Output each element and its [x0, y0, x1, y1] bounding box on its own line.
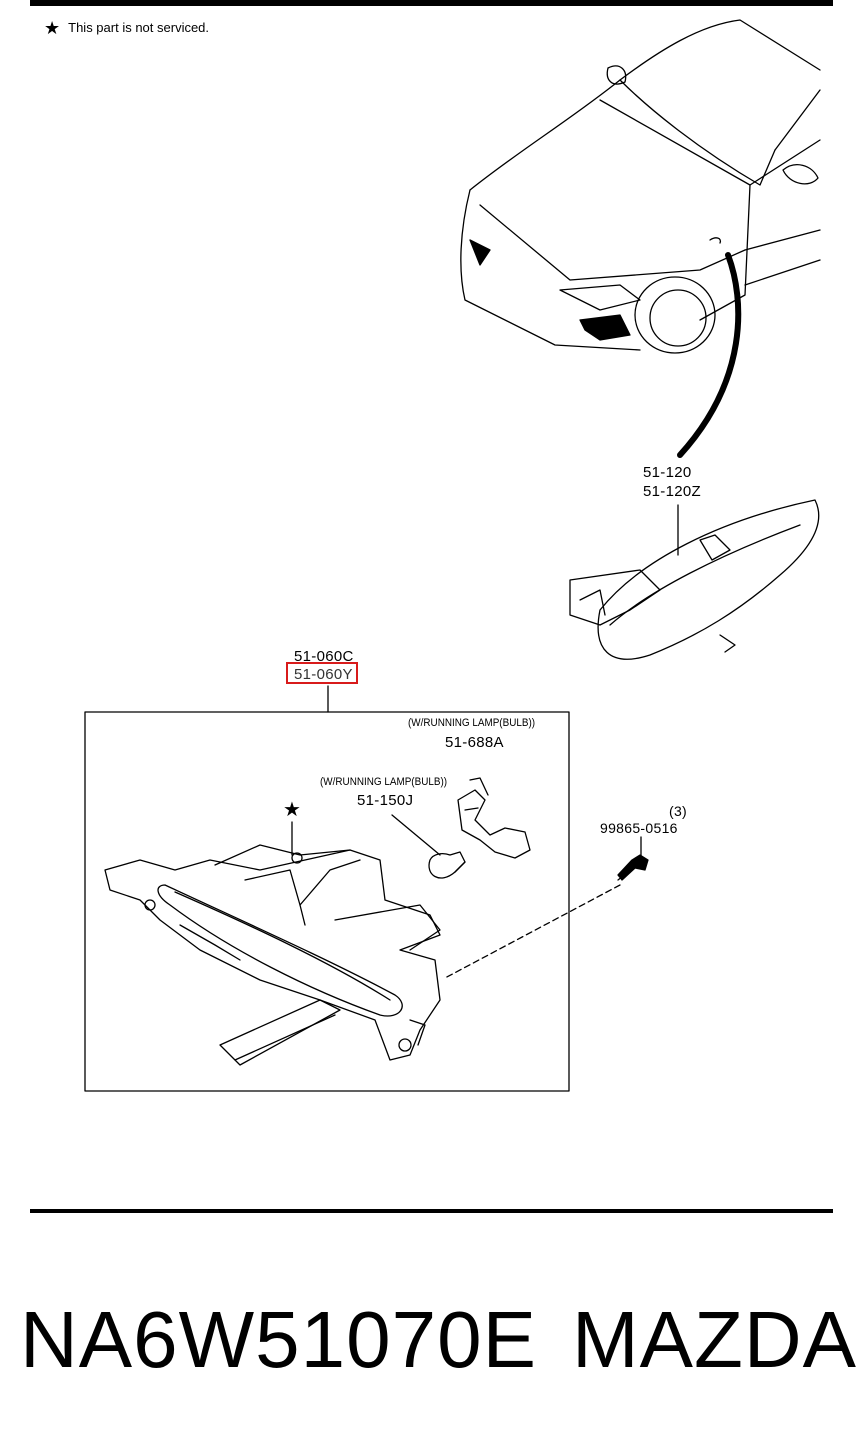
side-marker-part-number: 51-120 — [643, 464, 692, 481]
top-rule — [30, 0, 833, 6]
footer-part-number: NA6W51070E — [20, 1295, 537, 1384]
footer-brand: MAZDA — [572, 1295, 857, 1384]
socket-part-number: 51-688A — [445, 734, 504, 751]
side-marker-part-number-alt: 51-120Z — [643, 483, 701, 500]
bulb-part-number: 51-150J — [357, 792, 414, 809]
side-marker-lamp — [569, 499, 820, 660]
front-lamp-part-number: 51-060C — [294, 648, 354, 665]
car-illustration — [460, 19, 821, 354]
side-marker-leader — [677, 252, 742, 458]
screw-quantity: (3) — [669, 803, 688, 819]
not-serviced-star: ★ — [283, 799, 302, 821]
assembly-box — [84, 711, 570, 1092]
bulb-condition-note: (W/RUNNING LAMP(BULB)) — [320, 776, 448, 788]
not-serviced-note: ★ This part is not serviced. — [44, 18, 209, 39]
note-text: This part is not serviced. — [68, 20, 210, 35]
socket-condition-note: (W/RUNNING LAMP(BULB)) — [408, 717, 536, 729]
front-lamp-part-number-alt: 51-060Y — [294, 666, 353, 683]
fog-lamp-assembly — [104, 777, 649, 1066]
highlight-box — [286, 662, 358, 684]
star-icon: ★ — [44, 18, 61, 38]
screw-part-number: 99865-0516 — [600, 820, 678, 836]
bottom-rule — [30, 1209, 833, 1213]
